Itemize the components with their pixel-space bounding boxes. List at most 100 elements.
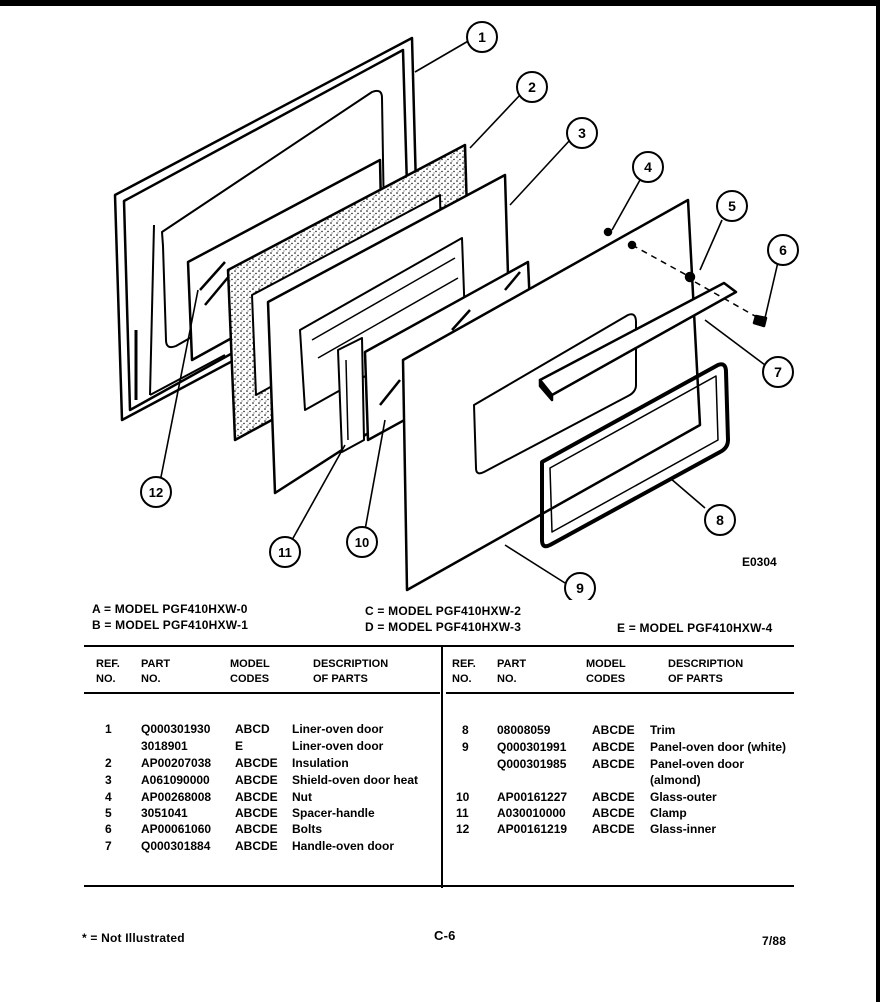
part-no-cell: Q000301930	[141, 722, 211, 736]
table-top-rule	[84, 645, 794, 647]
model-codes-cell: ABCDE	[592, 822, 635, 836]
part-no-cell: 3051041	[141, 806, 188, 820]
part-no-cell: Q000301991	[497, 740, 567, 754]
ref-no-cell: 5	[105, 806, 112, 820]
part-no-cell: AP00268008	[141, 790, 212, 804]
ref-no-cell: 9	[462, 740, 469, 754]
ref-no-cell: 3	[105, 773, 112, 787]
description-cell: Insulation	[292, 756, 349, 770]
ref-no-cell: 1	[105, 722, 112, 736]
model-legend-a: A = MODEL PGF410HXW-0	[92, 602, 248, 616]
header-of-parts-label: OF PARTS	[313, 673, 368, 685]
header-description-right: DESCRIPTION OF PARTS	[668, 657, 743, 687]
exploded-oven-door-diagram: 1 2 3 4 5 6 7 8 9 10 11 12 E0304	[113, 21, 799, 600]
header-part-no-left: PART NO.	[141, 657, 170, 687]
model-codes-cell: ABCDE	[592, 757, 635, 771]
leader-lines	[159, 39, 779, 584]
header-part-label: PART	[497, 658, 527, 670]
description-cell: Glass-inner	[650, 822, 717, 836]
table-header-rule-right	[446, 692, 794, 694]
model-legend-c: C = MODEL PGF410HXW-2	[365, 604, 522, 618]
description-cell: Liner-oven door	[292, 722, 384, 736]
callout-11: 11	[278, 545, 292, 560]
description-cell: Bolts	[292, 822, 322, 836]
part-no-cell: Q000301884	[141, 839, 211, 853]
description-cell: Panel-oven door (white)	[650, 740, 787, 754]
ref-no-cell: 12	[456, 822, 470, 836]
header-no-label: NO.	[452, 673, 472, 685]
description-cell: Nut	[292, 790, 312, 804]
header-no-label: NO.	[96, 673, 116, 685]
model-codes-cell: ABCDE	[235, 790, 278, 804]
page-border-top	[0, 0, 880, 6]
model-codes-cell: E	[235, 739, 244, 753]
revision-date: 7/88	[762, 934, 787, 948]
callout-circles	[140, 21, 799, 600]
part-no-cell: AP00061060	[141, 822, 212, 836]
header-codes-label: CODES	[230, 673, 270, 685]
ref-no-cell: 2	[105, 756, 112, 770]
callout-1: 1	[478, 29, 486, 45]
description-cell: Handle-oven door	[292, 839, 395, 853]
header-model-codes-right: MODEL CODES	[586, 657, 626, 687]
model-codes-cell: ABCDE	[235, 773, 278, 787]
ref-no-cell: 10	[456, 790, 470, 804]
part-no-cell: AP00207038	[141, 756, 212, 770]
callout-3: 3	[578, 125, 586, 141]
header-description-label: DESCRIPTION	[668, 658, 744, 670]
description-cell: Glass-outer	[650, 790, 717, 804]
model-codes-cell: ABCD	[235, 722, 270, 736]
header-description-label: DESCRIPTION	[313, 658, 389, 670]
header-no-label: NO.	[141, 673, 161, 685]
ref-no-cell: 7	[105, 839, 112, 853]
callout-10: 10	[355, 535, 369, 550]
model-codes-cell: ABCDE	[235, 806, 278, 820]
callout-7: 7	[774, 364, 782, 380]
table-header-rule-left	[84, 692, 440, 694]
ref-no-cell: 11	[456, 806, 469, 820]
model-codes-cell: ABCDE	[235, 822, 278, 836]
description-cell: Liner-oven door	[292, 739, 384, 753]
header-description-left: DESCRIPTION OF PARTS	[313, 657, 388, 687]
header-no-label: NO.	[497, 673, 517, 685]
page-border-right	[876, 0, 880, 1002]
header-part-label: PART	[141, 658, 171, 670]
model-codes-cell: ABCDE	[592, 723, 635, 737]
callout-2: 2	[528, 79, 536, 95]
callout-9: 9	[576, 580, 584, 596]
bolt-part	[752, 314, 768, 328]
model-legend-b: B = MODEL PGF410HXW-1	[92, 618, 249, 632]
header-ref-no-left: REF. NO.	[96, 657, 120, 687]
description-cell: Panel-oven door	[650, 757, 745, 771]
header-part-no-right: PART NO.	[497, 657, 526, 687]
trim-part	[540, 362, 730, 549]
description-cell: Trim	[650, 723, 676, 737]
description-cell: (almond)	[650, 773, 701, 787]
model-codes-cell: ABCDE	[592, 806, 635, 820]
callout-4: 4	[644, 159, 652, 175]
not-illustrated-note: * = Not Illustrated	[82, 931, 185, 945]
description-cell: Clamp	[650, 806, 687, 820]
diagram-code: E0304	[742, 555, 777, 569]
part-no-cell: A061090000	[141, 773, 210, 787]
part-no-cell: 3018901	[141, 739, 188, 753]
description-cell: Shield-oven door heat	[292, 773, 419, 787]
description-cell: Spacer-handle	[292, 806, 375, 820]
part-no-cell: A030010000	[497, 806, 566, 820]
header-ref-no-right: REF. NO.	[452, 657, 476, 687]
header-of-parts-label: OF PARTS	[668, 673, 723, 685]
header-codes-label: CODES	[586, 673, 626, 685]
spacer-handle-part	[627, 240, 763, 321]
header-model-codes-left: MODEL CODES	[230, 657, 270, 687]
part-no-cell: 08008059	[497, 723, 551, 737]
part-no-cell: Q000301985	[497, 757, 567, 771]
ref-no-cell: 6	[105, 822, 112, 836]
part-no-cell: AP00161227	[497, 790, 568, 804]
model-legend-d: D = MODEL PGF410HXW-3	[365, 620, 522, 634]
model-legend-e: E = MODEL PGF410HXW-4	[617, 621, 773, 635]
header-model-label: MODEL	[230, 658, 270, 670]
part-no-cell: AP00161219	[497, 822, 568, 836]
header-model-label: MODEL	[586, 658, 626, 670]
ref-no-cell: 4	[105, 790, 112, 804]
clamp-part	[337, 337, 365, 453]
